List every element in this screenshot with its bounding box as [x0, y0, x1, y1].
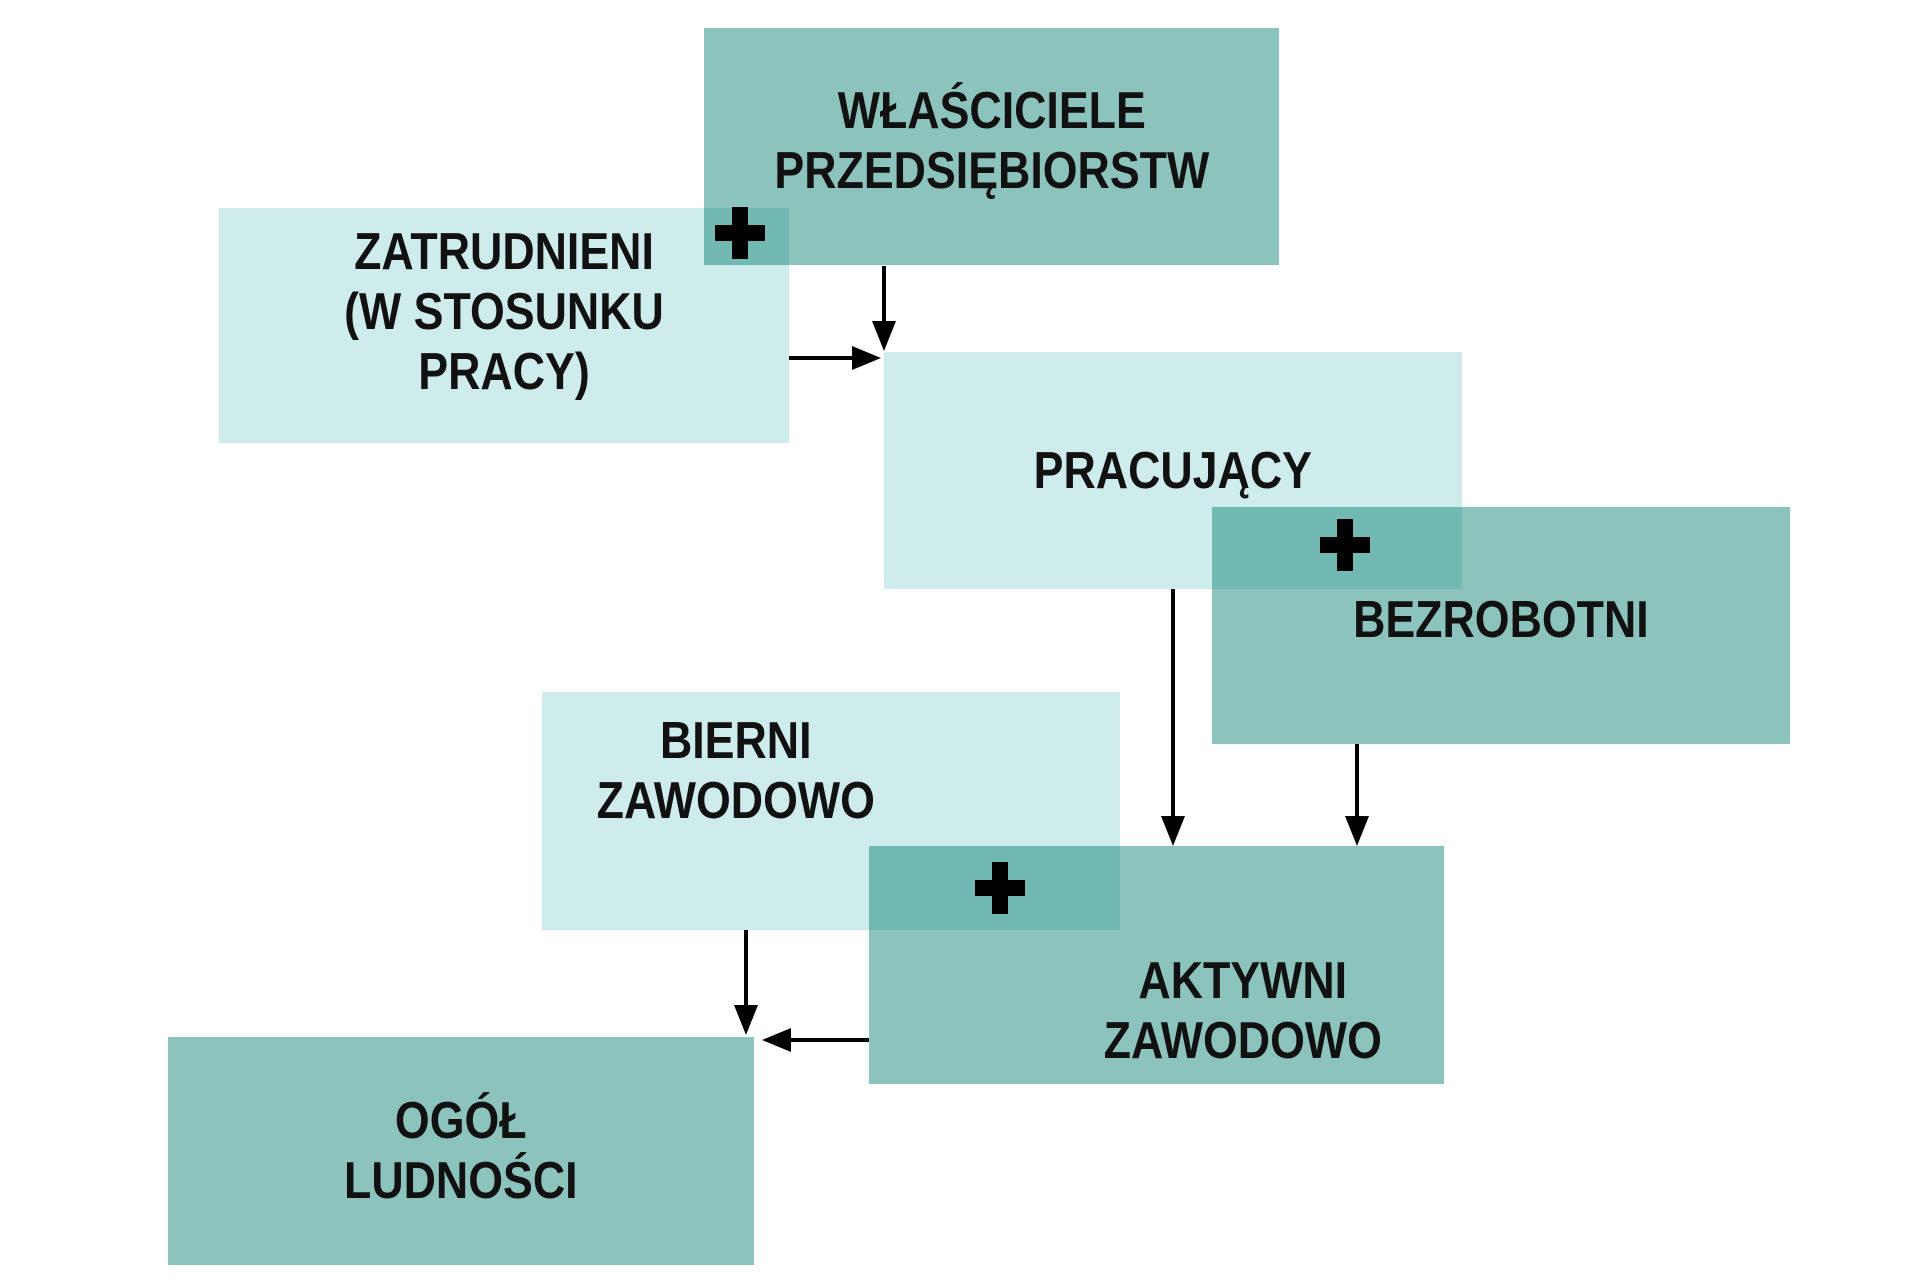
- box-zatrudnieni-label: ZATRUDNIENI (W STOSUNKU PRACY): [344, 222, 664, 401]
- plus-icon-bierni-aktywni: [975, 862, 1025, 914]
- plus-icon-pracujacy-bezrobotni: [1320, 519, 1370, 571]
- box-bezrobotni: BEZROBOTNI: [1212, 507, 1790, 744]
- arrow-head-down-icon: [1345, 816, 1369, 846]
- arrow-line: [744, 930, 748, 1005]
- arrow-line: [882, 266, 886, 322]
- arrow-line: [1355, 744, 1359, 816]
- box-aktywni-zawodowo-label: AKTYWNI ZAWODOWO: [1103, 952, 1382, 1070]
- arrow-head-down-icon: [734, 1005, 758, 1035]
- box-bezrobotni-label: BEZROBOTNI: [1353, 590, 1649, 649]
- arrow-head-right-icon: [852, 346, 881, 370]
- arrow-line: [791, 1038, 869, 1042]
- box-zatrudnieni: ZATRUDNIENI (W STOSUNKU PRACY): [219, 208, 789, 443]
- box-bierni-zawodowo-label: BIERNI ZAWODOWO: [596, 712, 876, 830]
- box-wlasciciele-przedsiebiorstw: WŁAŚCICIELE PRZEDSIĘBIORSTW: [704, 28, 1279, 265]
- plus-icon-zatrudnieni-wlasciciele: [715, 207, 765, 259]
- box-aktywni-zawodowo: AKTYWNI ZAWODOWO: [869, 846, 1444, 1084]
- box-pracujacy-label: PRACUJĄCY: [1033, 441, 1313, 500]
- arrow-head-left-icon: [762, 1028, 791, 1052]
- arrow-line: [1171, 589, 1175, 816]
- box-wlasciciele-przedsiebiorstw-label: WŁAŚCICIELE PRZEDSIĘBIORSTW: [774, 81, 1209, 200]
- box-ogol-ludnosci-label: OGÓŁ LUDNOŚCI: [344, 1092, 578, 1210]
- box-ogol-ludnosci: OGÓŁ LUDNOŚCI: [168, 1037, 754, 1265]
- arrow-head-down-icon: [1161, 816, 1185, 846]
- arrow-line: [789, 356, 852, 360]
